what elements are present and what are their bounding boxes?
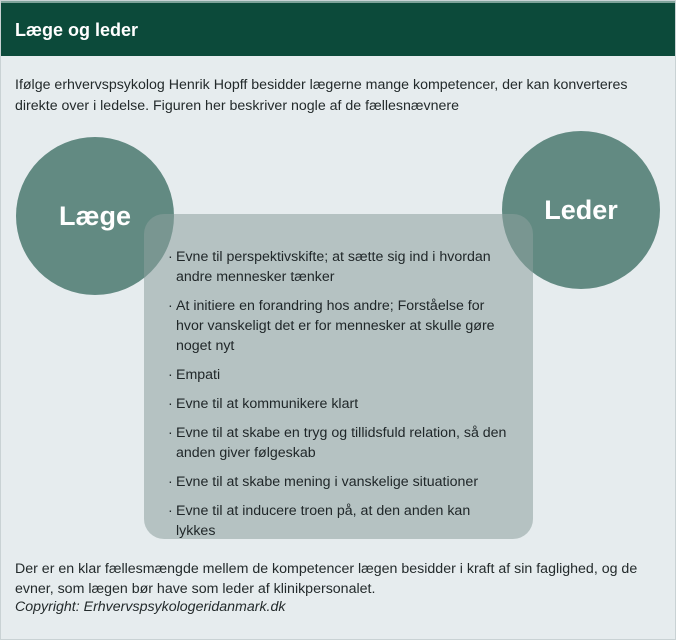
circle-laege-label: Læge: [58, 200, 131, 231]
list-item: At initiere en forandring hos andre; For…: [168, 296, 508, 356]
outro-text: Der er en klar fællesmængde mellem de ko…: [15, 561, 638, 597]
intro-text: Ifølge erhvervspsykolog Henrik Hopff bes…: [15, 77, 628, 114]
list-item: Evne til at inducere troen på, at den an…: [168, 501, 508, 541]
list-item: Evne til at skabe en tryg og tillidsfuld…: [168, 423, 508, 463]
circle-laege: Læge: [16, 137, 174, 295]
circle-leder-label: Leder: [544, 194, 618, 225]
list-item: Evne til at skabe mening i vanskelige si…: [168, 472, 508, 492]
list-item: Empati: [168, 365, 508, 385]
list-item: Evne til perspektivskifte; at sætte sig …: [168, 247, 508, 287]
page-title: Læge og leder: [15, 20, 139, 40]
competence-list: Evne til perspektivskifte; at sætte sig …: [168, 247, 508, 550]
list-item: Evne til at kommunikere klart: [168, 394, 508, 414]
header-bar: Læge og leder: [1, 1, 675, 56]
copyright-text: Copyright: Erhvervspsykologeridanmark.dk: [15, 599, 286, 615]
